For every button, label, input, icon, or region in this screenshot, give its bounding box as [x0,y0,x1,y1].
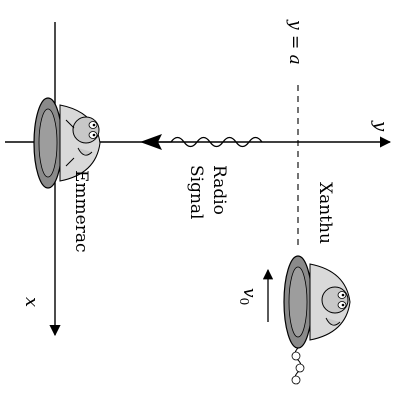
xanthu-label: Xanthu [315,182,335,244]
xanthu-ship [283,255,351,385]
y-axis-label: y [370,120,391,132]
radio-signal-arrowhead [140,134,162,150]
emmerac-alien-head [72,116,100,144]
velocity-label: v0 [237,288,259,305]
xanthu-alien-head [321,286,349,314]
line-y-equals-a-label: y = a [285,19,305,65]
x-axis-label: x [21,297,42,307]
radio-signal-label-line1: Radio [209,165,229,215]
emmerac-ship [33,97,101,189]
radio-signal-wave [148,136,263,148]
emmerac-label: Emmerac [71,170,91,253]
radio-signal-label-line2: Signal [186,165,206,220]
